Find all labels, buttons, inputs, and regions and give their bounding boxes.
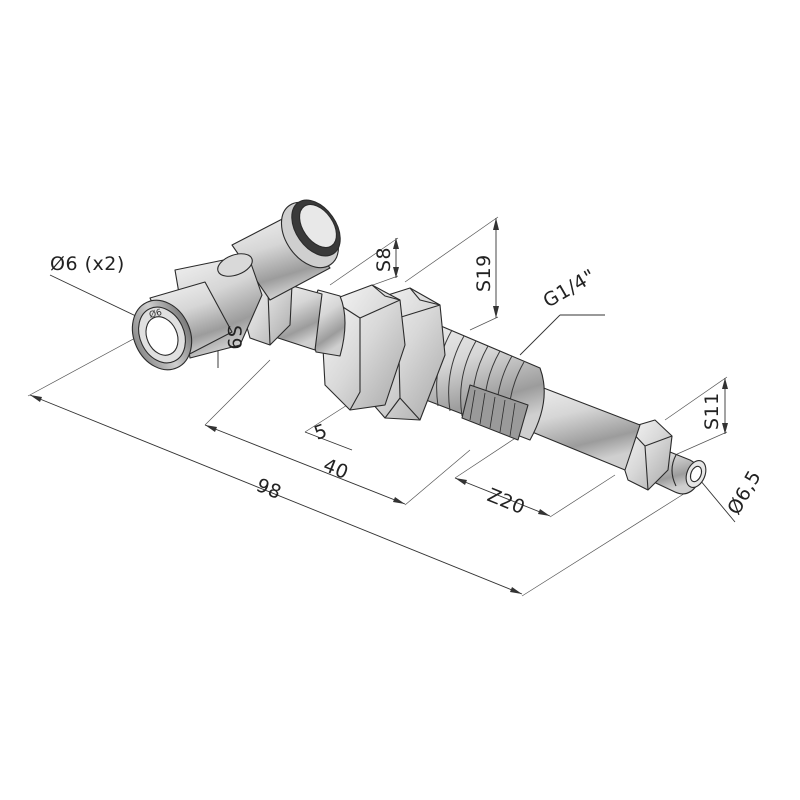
label-body-hex: S19 bbox=[473, 254, 495, 292]
upper-tube-port bbox=[280, 199, 341, 269]
dimension-lines bbox=[27, 216, 736, 597]
label-overall-length: 98 bbox=[253, 474, 285, 504]
label-flange-length: 40 bbox=[320, 454, 352, 484]
label-nut-height: S8 bbox=[373, 247, 395, 272]
label-shaft-length: Z20 bbox=[484, 484, 528, 519]
front-tube-port: Ø6 bbox=[131, 281, 233, 371]
svg-text:Ø6: Ø6 bbox=[148, 307, 163, 321]
label-port-size: S9 bbox=[223, 325, 245, 350]
label-thread: G1/4" bbox=[540, 265, 600, 312]
label-hose-hex: S11 bbox=[701, 392, 723, 430]
label-nut-thickness: 5 bbox=[311, 420, 330, 445]
label-barb-diameter: Ø6,5 bbox=[723, 467, 766, 519]
label-tube-diameter: Ø6 (x2) bbox=[50, 253, 125, 275]
